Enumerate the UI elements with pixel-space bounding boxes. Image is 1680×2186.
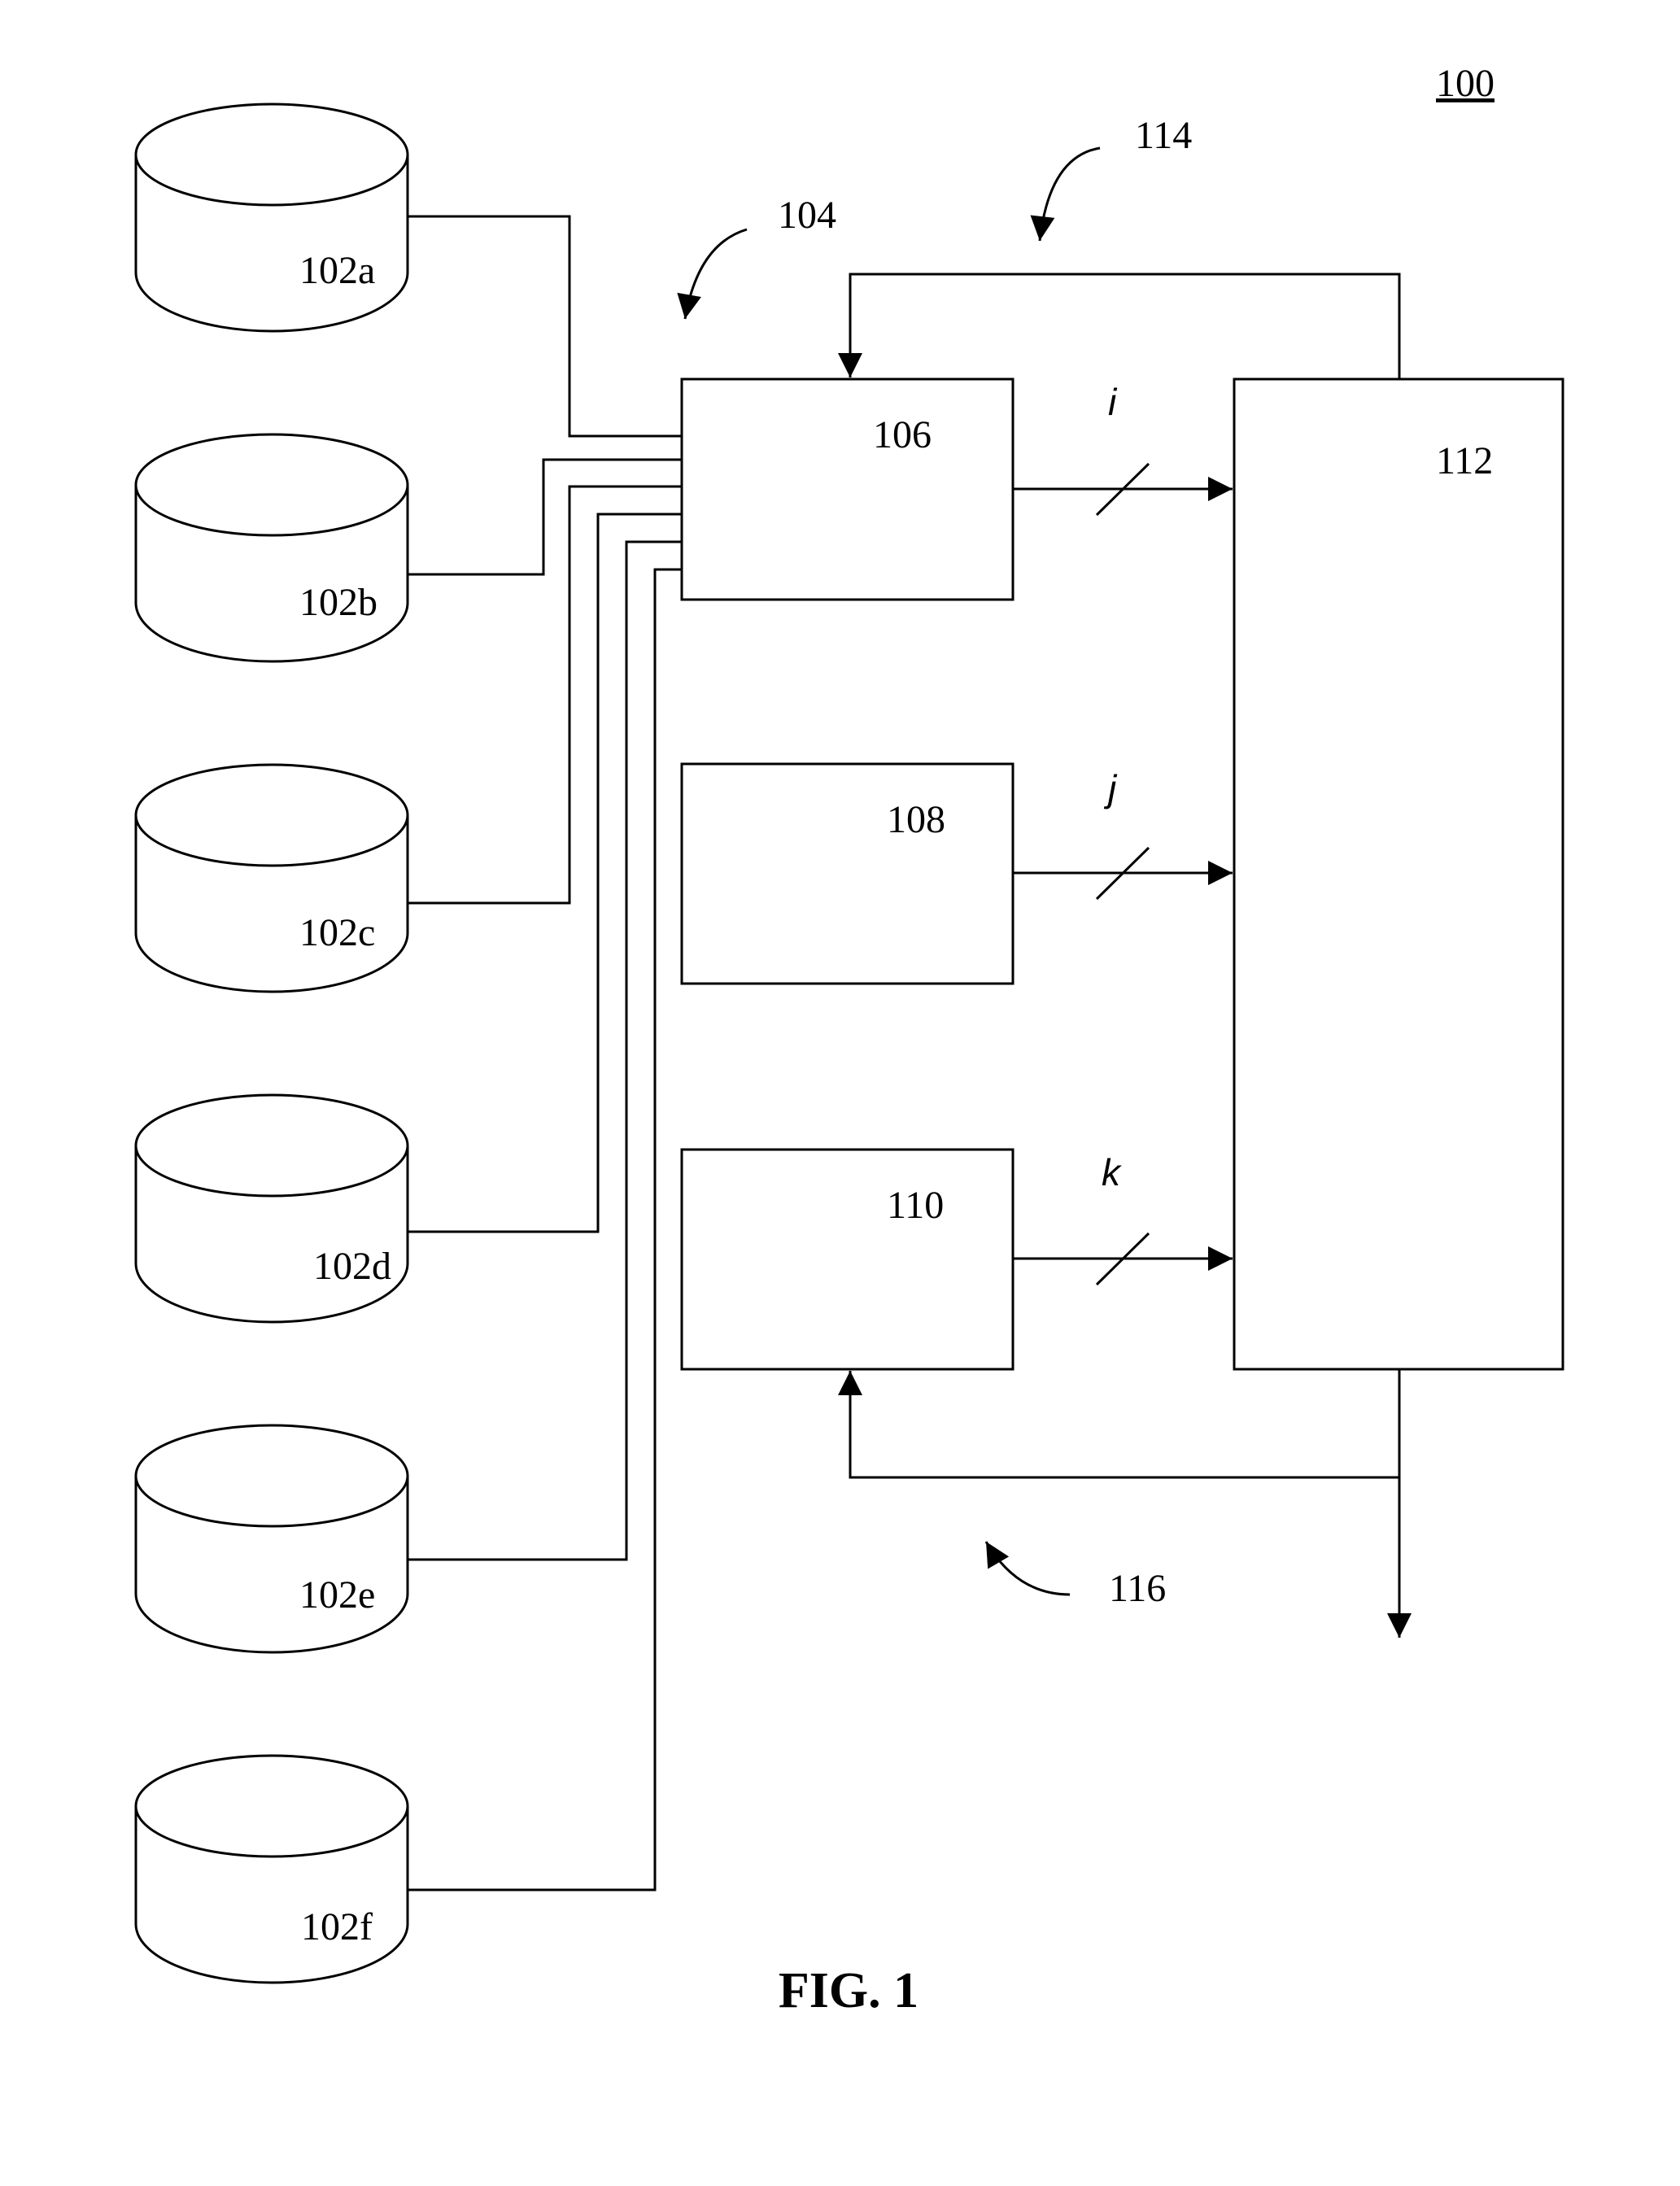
database-102e: 102e — [136, 1425, 408, 1652]
bus-arrow-k: k — [1013, 1151, 1233, 1285]
module-110: 110 — [682, 1150, 1013, 1369]
module-label-112: 112 — [1436, 439, 1493, 482]
database-102c: 102c — [136, 765, 408, 992]
module-108: 108 — [682, 764, 1013, 984]
module-label-110: 110 — [887, 1184, 944, 1227]
database-label-102b: 102b — [299, 581, 377, 624]
database-label-102c: 102c — [299, 911, 375, 954]
database-label-102a: 102a — [299, 249, 375, 292]
database-label-102d: 102d — [313, 1245, 391, 1288]
database-102b: 102b — [136, 434, 408, 661]
feedback-path-116 — [850, 1369, 1399, 1477]
database-102d: 102d — [136, 1095, 408, 1322]
callout-label-104: 104 — [778, 194, 836, 237]
connector-102e — [408, 542, 682, 1560]
module-label-106: 106 — [873, 413, 932, 456]
callout-label-116: 116 — [1109, 1567, 1166, 1610]
figure-reference-label: 100 — [1436, 62, 1495, 105]
bus-label-j: j — [1103, 767, 1118, 809]
bus-arrow-i: i — [1013, 381, 1233, 515]
callout-104: 104 — [685, 194, 836, 319]
feedback-path-114 — [850, 274, 1399, 379]
bus-label-i: i — [1108, 381, 1118, 423]
connector-102b — [408, 460, 682, 574]
database-connections — [408, 216, 682, 1890]
connector-102a — [408, 216, 682, 436]
callout-116: 116 — [986, 1542, 1166, 1610]
callout-114: 114 — [1040, 114, 1192, 241]
bus-arrow-j: j — [1013, 767, 1233, 899]
bus-label-k: k — [1102, 1151, 1122, 1193]
module-112: 112 — [1234, 379, 1563, 1369]
connector-102d — [408, 514, 682, 1232]
database-label-102e: 102e — [299, 1573, 375, 1617]
connector-102f — [408, 569, 682, 1890]
callout-label-114: 114 — [1135, 114, 1192, 157]
module-label-108: 108 — [887, 798, 945, 841]
module-106: 106 — [682, 379, 1013, 600]
figure-caption: FIG. 1 — [779, 1963, 919, 2018]
database-102a: 102a — [136, 104, 408, 331]
database-label-102f: 102f — [301, 1905, 373, 1948]
database-102f: 102f — [136, 1756, 408, 1983]
